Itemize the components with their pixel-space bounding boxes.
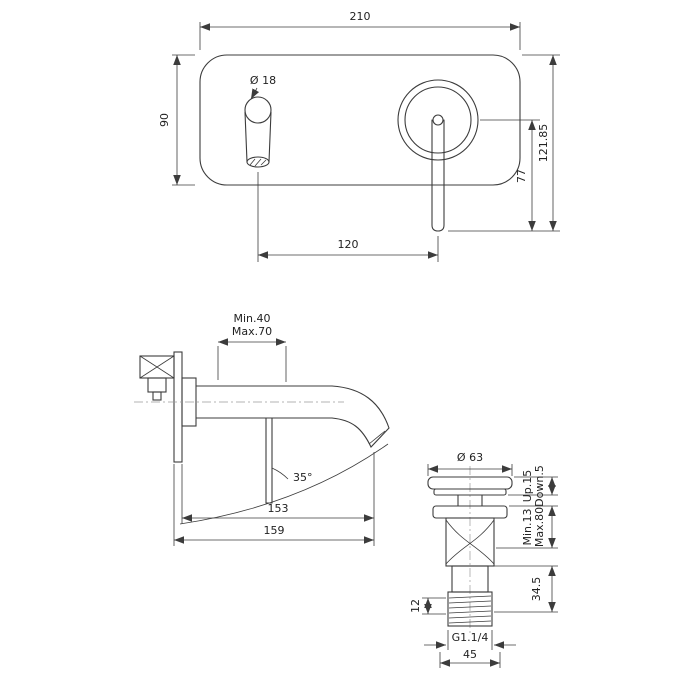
dim-travel-up-label: Up.15 xyxy=(521,470,534,503)
dim-spout-angle-label: 35° xyxy=(293,471,313,484)
dim-spout-diameter: Ø 18 xyxy=(250,74,276,100)
drain-cap xyxy=(427,476,513,496)
spout-front xyxy=(244,96,272,168)
handle-front xyxy=(397,79,479,232)
dim-thread-height: 12 xyxy=(409,597,446,615)
dim-range-min-label: Min.13 xyxy=(521,508,534,545)
dim-overall-drop: 121.85 xyxy=(522,54,560,231)
dim-handle-drop-label: 77 xyxy=(515,169,528,183)
spout-outlet-ellipse xyxy=(246,156,270,168)
pop-up-rod xyxy=(265,417,273,504)
dim-overall-reach: 159 xyxy=(173,464,374,546)
handle-outer-circle xyxy=(397,79,479,161)
dim-adjust-range: Min.13 Max.80 xyxy=(496,505,558,549)
dim-wall-depth: Min.40 Max.70 xyxy=(217,312,287,382)
spout-hatch-lines xyxy=(249,158,267,167)
concealed-valve-body xyxy=(139,355,175,401)
dim-spout-reach: 153 xyxy=(181,452,375,546)
dim-range-max-label: Max.80 xyxy=(533,507,546,547)
dim-handle-drop: 77 xyxy=(448,119,560,232)
dim-depth-max-label: Max.70 xyxy=(232,325,272,338)
handle-pivot-circle xyxy=(432,114,444,126)
dim-spout-reach-label: 153 xyxy=(268,502,289,515)
dim-front-width-label: 210 xyxy=(350,10,371,23)
escutcheon-plate-side xyxy=(173,351,183,463)
dim-base-width-label: 45 xyxy=(463,648,477,661)
handle-inner-circle xyxy=(404,86,472,154)
dim-front-width: 210 xyxy=(199,10,521,50)
dim-cap-travel: Up.15 Down.5 xyxy=(508,465,558,507)
angle-tick-arc xyxy=(271,467,289,480)
spout-side xyxy=(331,385,390,448)
dim-thread-height-label: 12 xyxy=(409,599,422,613)
dim-thread-size: G1.1/4 xyxy=(424,630,516,650)
dim-front-height-label: 90 xyxy=(158,113,171,127)
side-view: 35° Min.40 Max.70 153 159 xyxy=(134,312,390,546)
wall-plate-outline xyxy=(199,54,521,186)
dim-body-height: 34.5 xyxy=(490,565,558,613)
spout-base-circle xyxy=(244,96,272,124)
drain-view: Ø 63 Up.15 Down.5 Min.13 Max.80 34.5 xyxy=(409,451,558,668)
dim-base-width: 45 xyxy=(439,648,501,668)
dim-travel-down-label: Down.5 xyxy=(533,465,546,507)
drain-thread xyxy=(447,591,493,627)
spout-aerator-line xyxy=(368,430,386,445)
dim-center-distance: 120 xyxy=(257,172,439,262)
dim-overall-reach-label: 159 xyxy=(264,524,285,537)
drain-stem xyxy=(457,494,483,507)
dim-cap-diameter: Ø 63 xyxy=(427,451,513,476)
dim-thread-size-label: G1.1/4 xyxy=(452,631,489,644)
front-view: 210 90 Ø 18 77 121.85 xyxy=(158,10,560,262)
dim-overall-drop-label: 121.85 xyxy=(537,124,550,163)
dim-front-height: 90 xyxy=(158,54,195,186)
dim-depth-min-label: Min.40 xyxy=(233,312,270,325)
mixer-body-tube xyxy=(195,385,333,419)
dim-center-distance-label: 120 xyxy=(338,238,359,251)
handle-lever xyxy=(431,119,445,232)
drain-body xyxy=(445,517,495,567)
dim-body-height-label: 34.5 xyxy=(530,577,543,602)
dim-cap-diameter-label: Ø 63 xyxy=(457,451,483,464)
dim-spout-diameter-label: Ø 18 xyxy=(250,74,276,87)
